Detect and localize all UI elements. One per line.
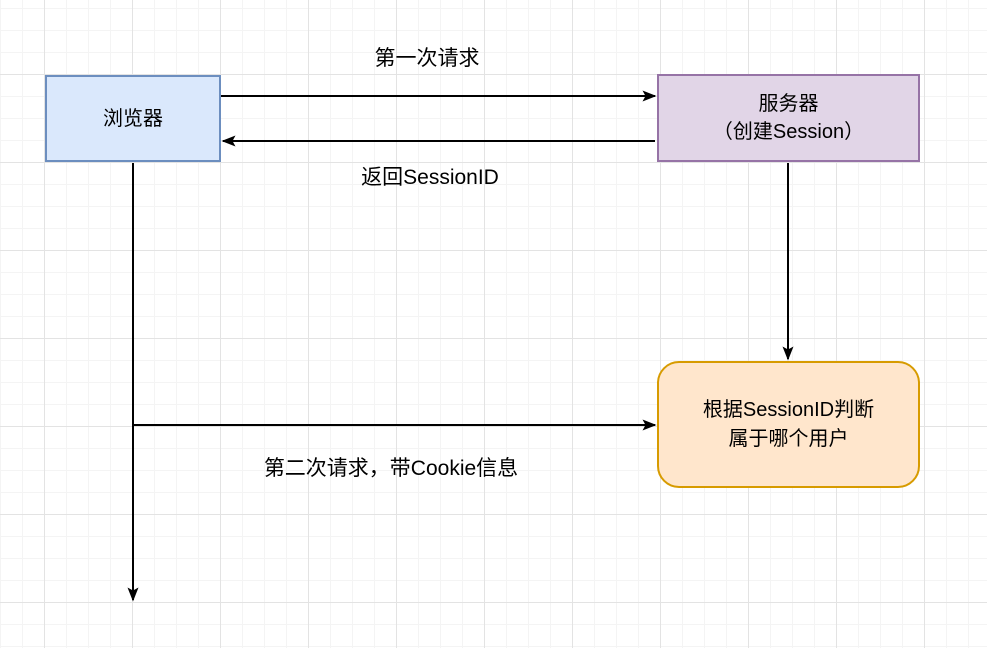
edge-label-second-request: 第二次请求，带Cookie信息 <box>263 457 519 480</box>
node-session-check: 根据SessionID判断 属于哪个用户 <box>657 361 920 488</box>
node-session-check-label-line1: 根据SessionID判断 <box>702 398 875 421</box>
node-session-check-label-line2: 属于哪个用户 <box>728 427 849 450</box>
edge-label-first-request: 第一次请求 <box>374 47 480 70</box>
node-server-label-line2: （创建Session） <box>712 121 865 143</box>
node-browser: 浏览器 <box>45 75 221 162</box>
node-browser-label: 浏览器 <box>103 107 163 130</box>
node-server-label-line1: 服务器 <box>758 93 819 115</box>
edge-label-return-sessionid: 返回SessionID <box>361 166 499 189</box>
node-server: 服务器 （创建Session） <box>657 74 920 162</box>
